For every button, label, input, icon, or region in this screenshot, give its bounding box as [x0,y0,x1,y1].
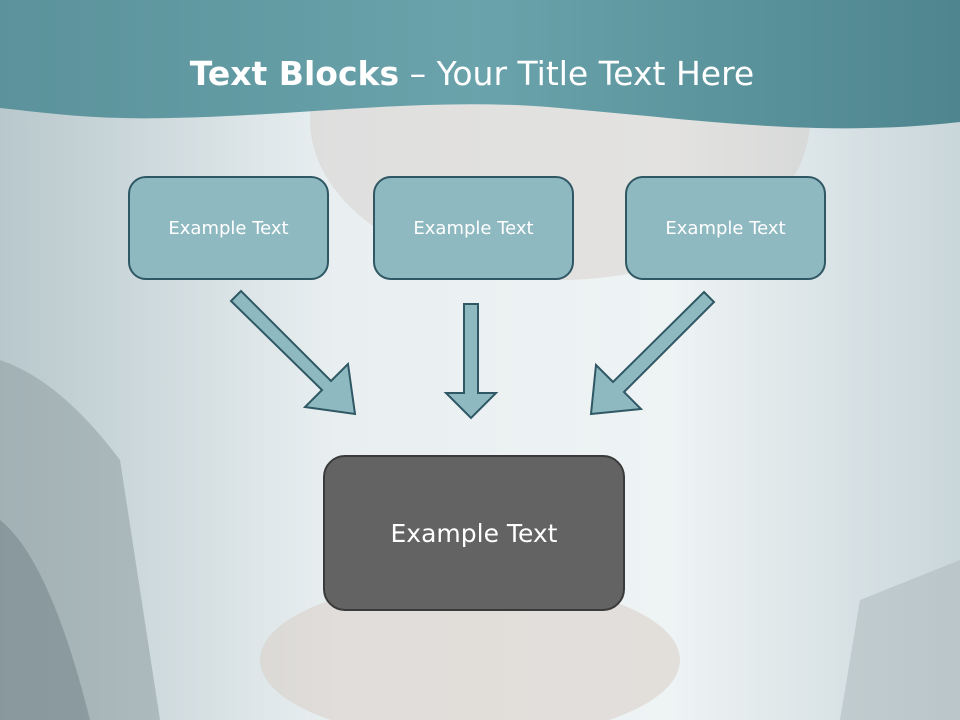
arrow-center-icon [443,303,499,420]
text-block-2-label: Example Text [413,217,534,239]
text-block-3-label: Example Text [665,217,786,239]
title-bold: Text Blocks [189,54,400,93]
text-block-2: Example Text [373,176,574,280]
target-block: Example Text [323,455,625,611]
text-block-1-label: Example Text [168,217,289,239]
arrow-left-icon [229,289,357,416]
title-separator: – [399,54,437,93]
text-block-3: Example Text [625,176,826,280]
arrow-right-icon [589,290,716,416]
text-block-1: Example Text [128,176,329,280]
title-rest: Your Title Text Here [436,54,755,93]
target-block-label: Example Text [390,518,558,548]
slide-title: Text Blocks – Your Title Text Here [0,52,944,96]
